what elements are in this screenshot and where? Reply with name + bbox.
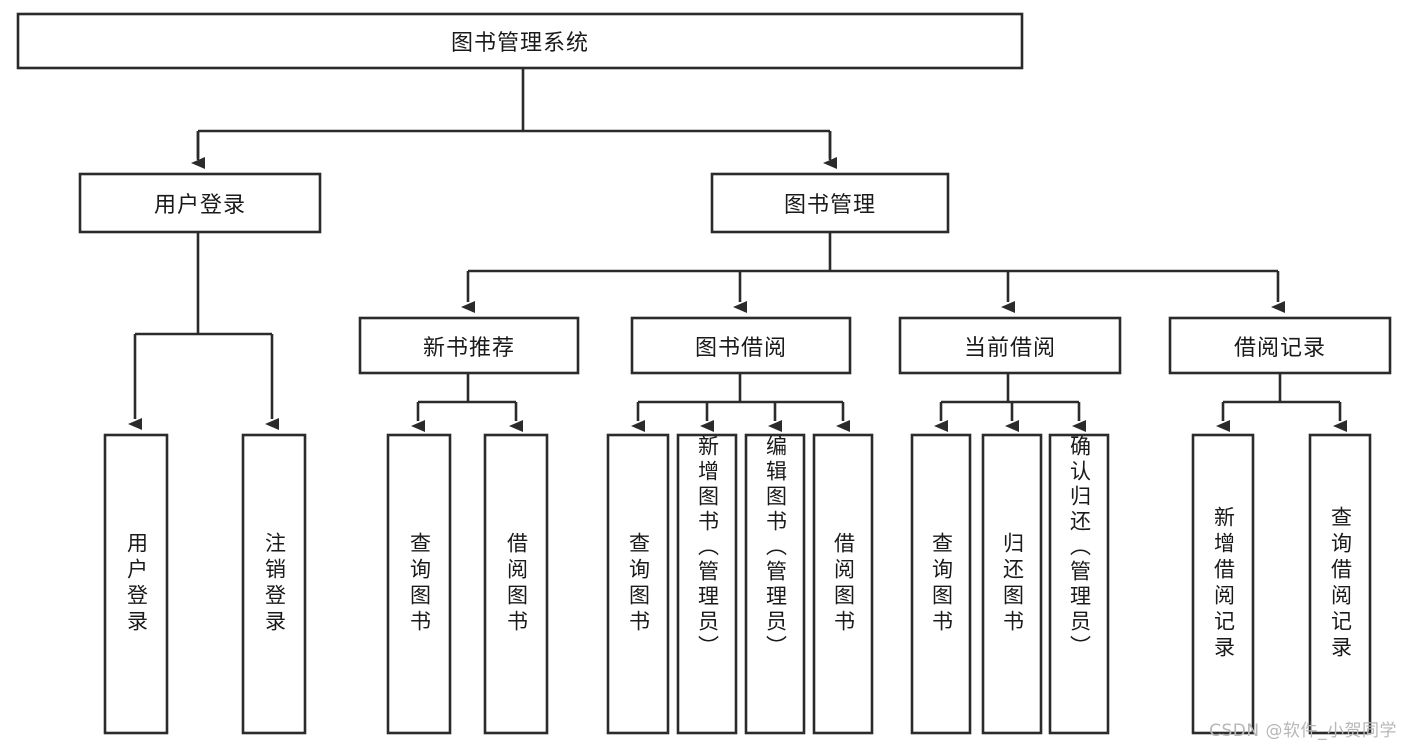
- node-new-book-recommend-box[interactable]: [358, 316, 580, 375]
- leaf-return-book-box[interactable]: [981, 433, 1043, 735]
- leaf-borrow-book-rec-box[interactable]: [483, 433, 549, 735]
- connector-user-login-stem: [135, 232, 272, 336]
- leaf-logout-box[interactable]: [241, 433, 307, 735]
- leaf-user-login-box[interactable]: [103, 433, 169, 735]
- leaf-edit-book-box[interactable]: [744, 433, 806, 735]
- connector-borrow-records-stem: [1223, 373, 1340, 404]
- leaf-query-book-borrow-box[interactable]: [606, 433, 670, 735]
- leaf-add-book-box[interactable]: [676, 433, 738, 735]
- node-book-borrow-box[interactable]: [630, 316, 852, 375]
- leaf-query-book-current-box[interactable]: [910, 433, 972, 735]
- leaf-add-record-box[interactable]: [1191, 433, 1255, 735]
- connector-book-borrow-stem: [638, 373, 843, 404]
- node-borrow-records-box[interactable]: [1168, 316, 1392, 375]
- connector-book-management-stem: [468, 232, 1278, 273]
- leaf-confirm-return-box[interactable]: [1048, 433, 1110, 735]
- csdn-watermark: CSDN @软件_小贺同学: [1209, 721, 1397, 741]
- leaf-query-book-rec-box[interactable]: [386, 433, 452, 735]
- node-book-management-box[interactable]: [710, 172, 950, 234]
- node-root-box[interactable]: [16, 12, 1024, 70]
- leaf-query-record-box[interactable]: [1308, 433, 1372, 735]
- leaf-borrow-book-box[interactable]: [812, 433, 874, 735]
- node-current-borrow-box[interactable]: [898, 316, 1122, 375]
- connector-current-borrow-stem: [941, 373, 1079, 404]
- node-user-login-box[interactable]: [78, 172, 322, 234]
- connector-new-book-recommend-stem: [418, 373, 516, 404]
- connector-root-to-level2: [196, 68, 832, 160]
